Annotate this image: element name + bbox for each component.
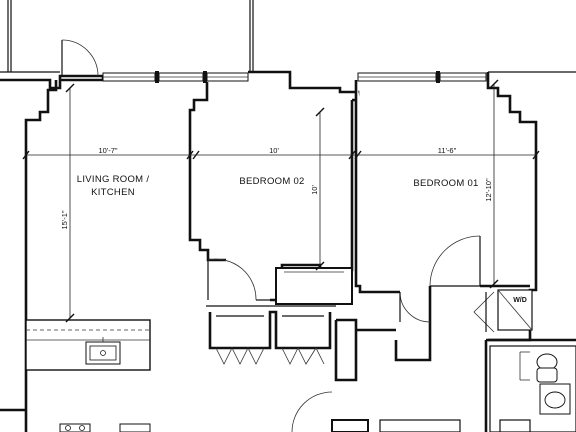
entry-door (61, 39, 99, 77)
utility-block (334, 318, 396, 382)
bathroom (489, 345, 576, 432)
bedroom-01-length-dimension: 12'-10" (484, 178, 493, 202)
bedroom-01-width-dimension: 11'-6" (438, 146, 457, 155)
washer-dryer-label: W/D (513, 297, 527, 304)
living-room-label: LIVING ROOM / (77, 174, 150, 185)
bedroom-02-door (207, 258, 270, 301)
bedroom-02-length-dimension: 10' (310, 185, 319, 195)
balcony-outline (0, 0, 576, 73)
living-width-dimension: 10'-7" (98, 146, 117, 155)
bedroom-01-walls (354, 80, 530, 362)
exterior-walls (0, 70, 576, 432)
bedroom-02-width-dimension: 10' (269, 146, 279, 155)
kitchen-counter (25, 319, 151, 371)
closet-bedroom-02 (275, 267, 353, 305)
stove (59, 423, 151, 432)
closet-hall (206, 305, 336, 365)
bedroom-01-door (429, 235, 481, 287)
bedroom-01-label: BEDROOM 01 (413, 178, 478, 189)
hall-door (399, 291, 431, 323)
living-length-dimension: 15'-1" (60, 210, 69, 229)
sink-icon (544, 391, 566, 409)
kitchen-label: KITCHEN (91, 187, 135, 198)
washer-dryer-closet: W/D (473, 289, 533, 333)
bedroom-02-label: BEDROOM 02 (239, 176, 304, 187)
dimension-lines (22, 79, 540, 323)
lower-walls (291, 391, 531, 432)
